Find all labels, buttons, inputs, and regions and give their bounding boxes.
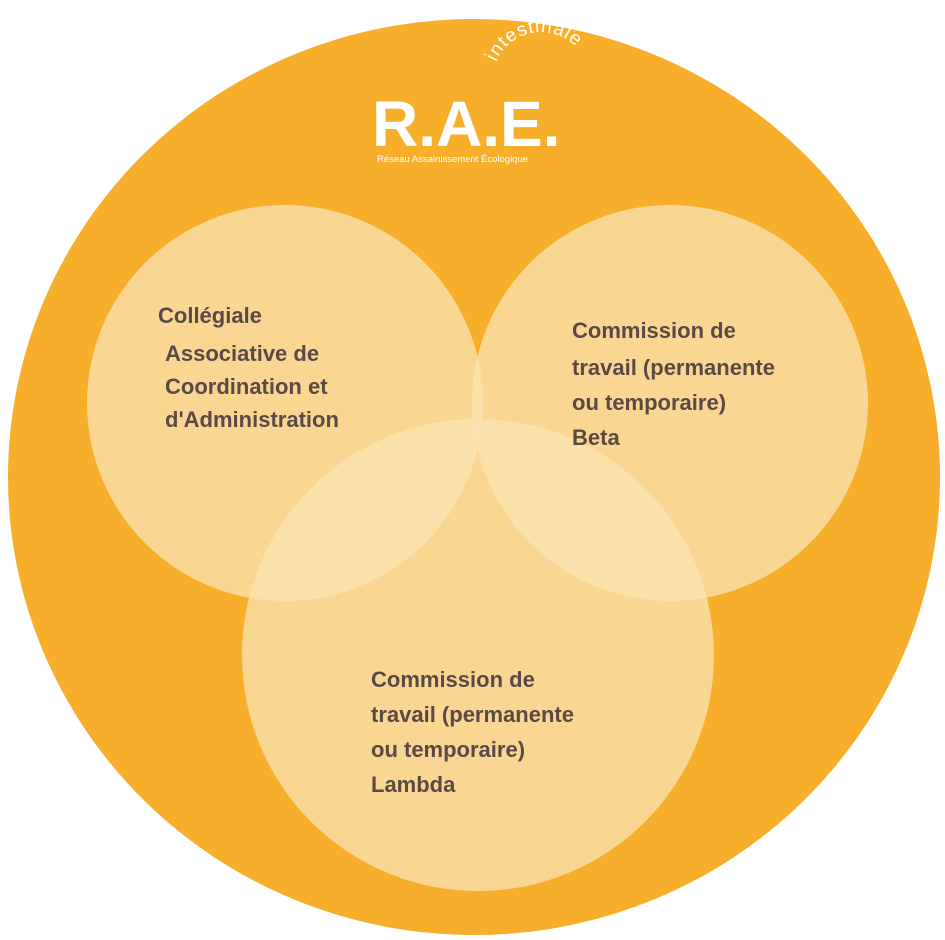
- label-lambda-line-2: travail (permanente: [371, 702, 574, 727]
- label-lambda-line-3: ou temporaire): [371, 737, 525, 762]
- logo-subtitle: Réseau Assainissement Écologique: [377, 154, 528, 165]
- circle-lambda: [242, 419, 714, 891]
- label-beta: Commission de travail (permanente ou tem…: [572, 318, 781, 450]
- label-lambda-line-4: Lambda: [371, 772, 456, 797]
- label-beta-line-3: ou temporaire): [572, 390, 726, 415]
- label-cacoa-line-4: d'Administration: [165, 407, 339, 432]
- label-lambda: Commission de travail (permanente ou tem…: [371, 667, 580, 797]
- label-cacoa-line-2: Associative de: [165, 341, 319, 366]
- label-cacoa-line-1: Collégiale: [158, 303, 262, 328]
- label-beta-line-1: Commission de: [572, 318, 736, 343]
- label-beta-line-4: Beta: [572, 425, 620, 450]
- label-lambda-line-1: Commission de: [371, 667, 535, 692]
- label-cacoa: Collégiale Associative de Coordination e…: [158, 303, 339, 432]
- logo-main-text: R.A.E.: [372, 88, 560, 160]
- label-beta-line-2: travail (permanente: [572, 355, 775, 380]
- label-cacoa-line-3: Coordination et: [165, 374, 328, 399]
